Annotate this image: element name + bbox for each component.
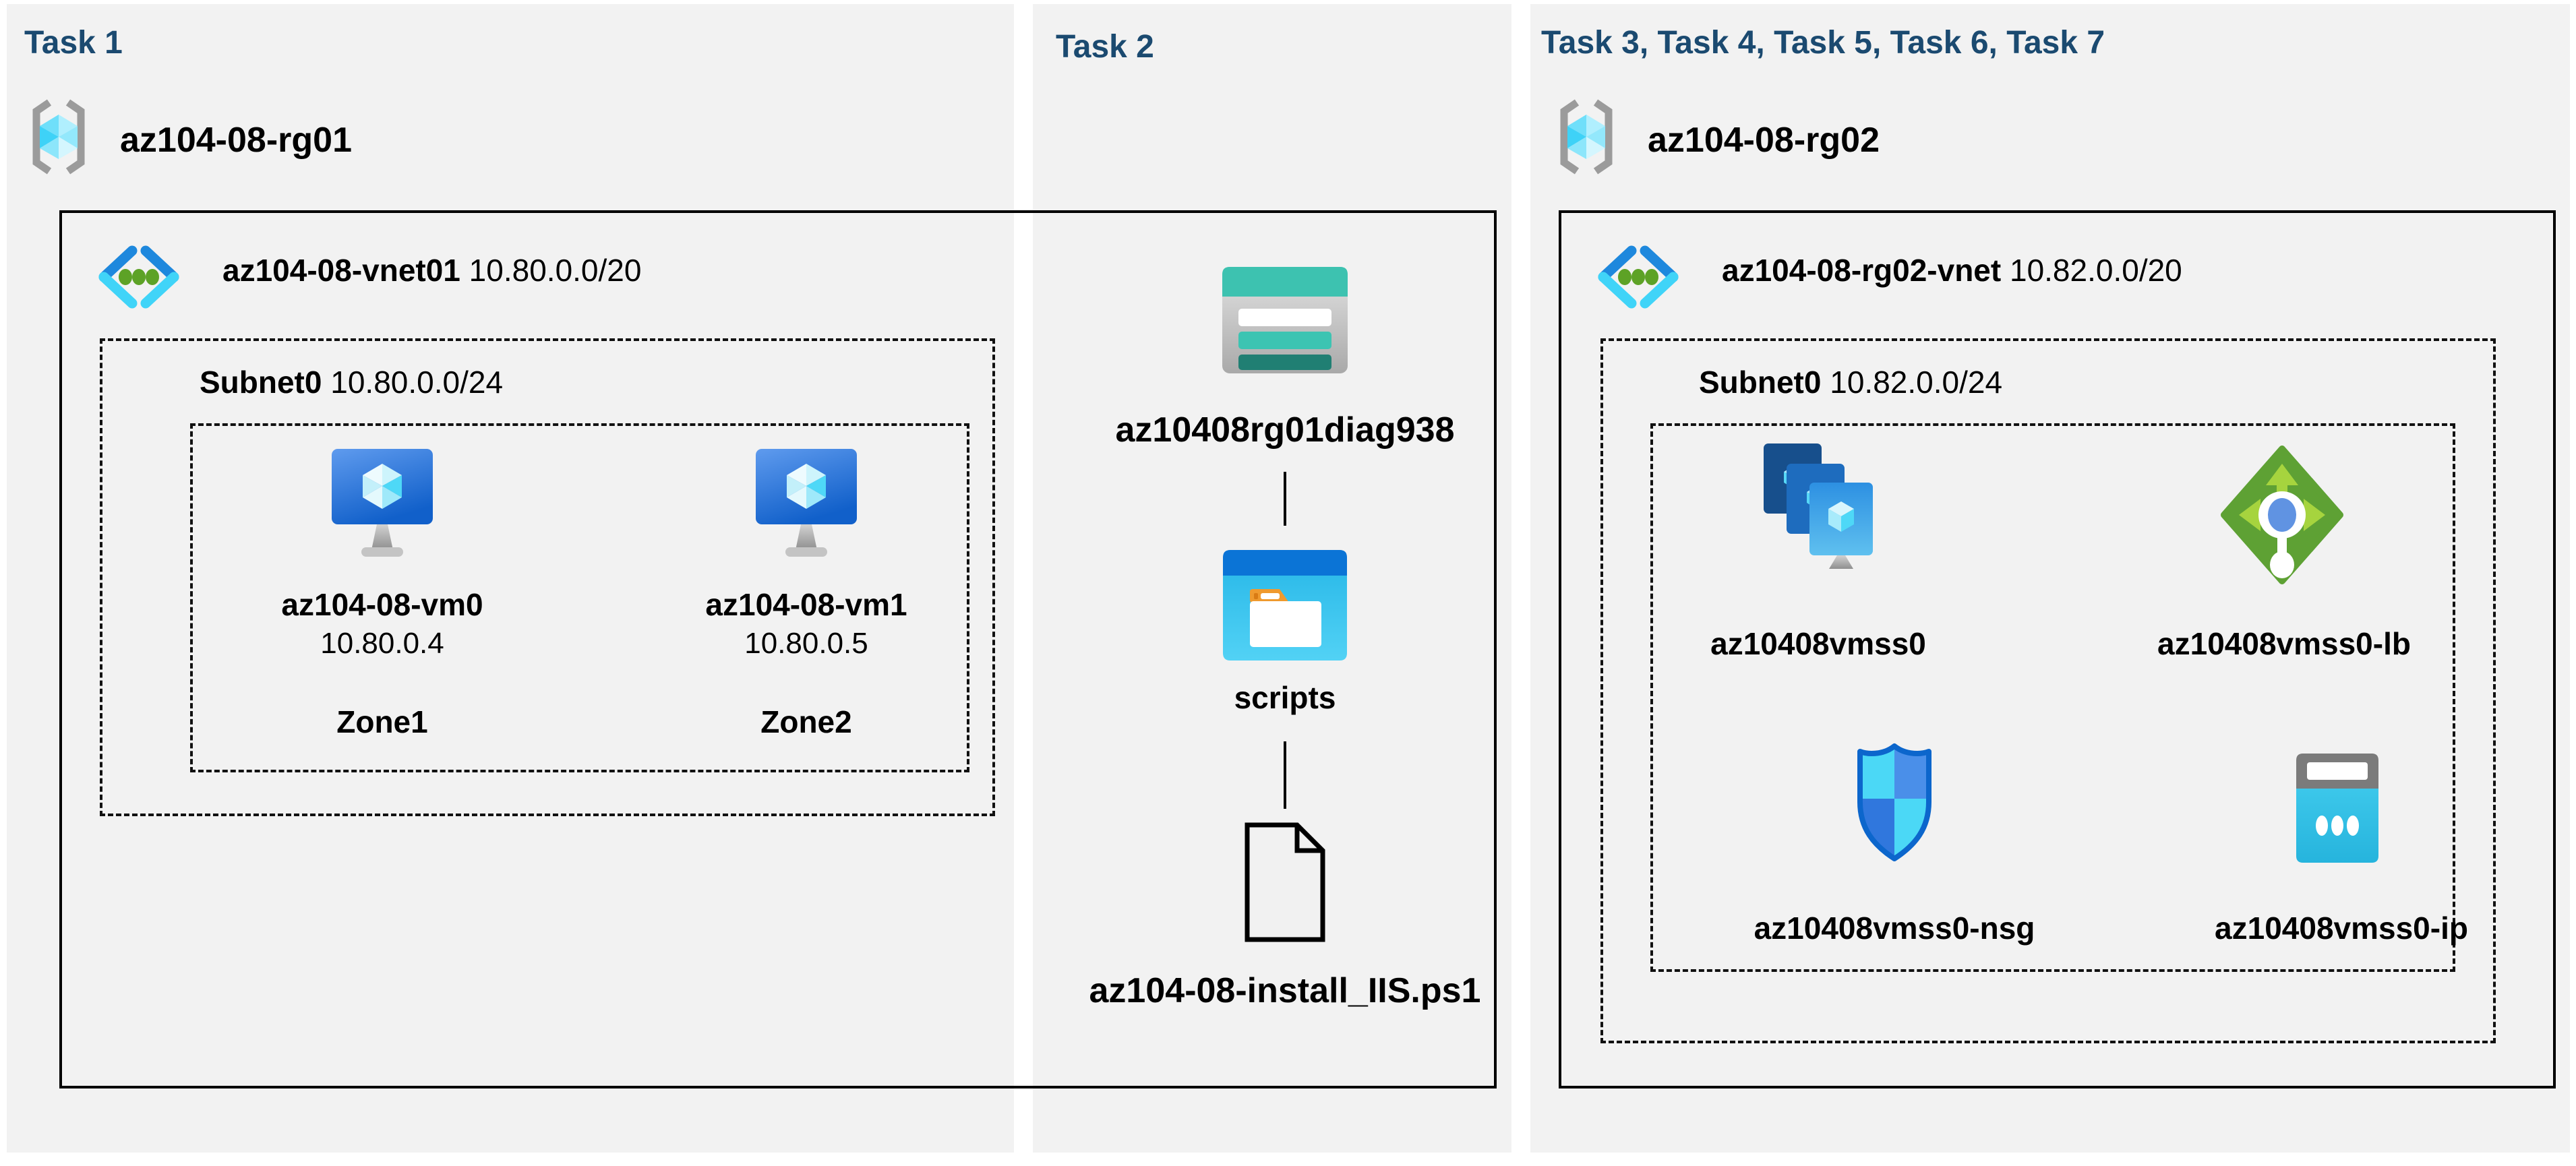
file-icon bbox=[1245, 822, 1325, 942]
task3-7-title: Task 3, Task 4, Task 5, Task 6, Task 7 bbox=[1541, 25, 2105, 61]
panel-task1 bbox=[7, 4, 1014, 1153]
virtual-machine-icon bbox=[756, 449, 857, 557]
vm-group-box bbox=[190, 423, 969, 772]
subnet1-name: Subnet0 bbox=[200, 365, 322, 400]
subnet2-box bbox=[1600, 338, 2496, 1043]
connector-storage-folder bbox=[1284, 472, 1286, 526]
load-balancer-label: az10408vmss0-lb bbox=[2157, 626, 2411, 661]
subnet1-label: Subnet0 10.80.0.0/24 bbox=[200, 364, 503, 400]
virtual-network-icon bbox=[1598, 245, 1679, 309]
vnet1-boundary-box bbox=[59, 210, 1497, 1088]
subnet2-cidr: 10.82.0.0/24 bbox=[1830, 365, 2003, 400]
task2-title: Task 2 bbox=[1056, 29, 1154, 65]
vm1-zone: Zone2 bbox=[760, 704, 852, 739]
subnet2-label: Subnet0 10.82.0.0/24 bbox=[1699, 364, 2002, 400]
vnet1-cidr: 10.80.0.0/20 bbox=[469, 253, 642, 288]
connector-folder-file bbox=[1284, 741, 1286, 809]
virtual-machine-icon bbox=[332, 449, 433, 557]
resource-group-icon bbox=[32, 99, 85, 175]
vm1-ip: 10.80.0.5 bbox=[744, 627, 868, 660]
subnet1-box bbox=[100, 338, 995, 816]
vnet1-name: az104-08-vnet01 bbox=[222, 253, 460, 288]
virtual-network-icon bbox=[98, 245, 179, 309]
vnet2-cidr: 10.82.0.0/20 bbox=[2009, 253, 2182, 288]
vm0-name: az104-08-vm0 bbox=[281, 587, 483, 622]
vm0-zone: Zone1 bbox=[336, 704, 428, 739]
public-ip-icon bbox=[2296, 754, 2378, 863]
nsg-icon bbox=[1857, 743, 1931, 861]
scripts-folder-label: scripts bbox=[1234, 680, 1336, 715]
vnet2-label: az104-08-rg02-vnet 10.82.0.0/20 bbox=[1722, 252, 2182, 288]
resource-group-1-label: az104-08-rg01 bbox=[120, 121, 352, 160]
subnet2-name: Subnet0 bbox=[1699, 365, 1822, 400]
nsg-label: az10408vmss0-nsg bbox=[1754, 911, 2035, 946]
vmss-group-box bbox=[1650, 423, 2455, 972]
folder-icon bbox=[1223, 550, 1347, 661]
vmss-icon bbox=[1764, 443, 1873, 569]
vnet2-name: az104-08-rg02-vnet bbox=[1722, 253, 2002, 288]
storage-account-label: az10408rg01diag938 bbox=[1115, 410, 1455, 450]
task1-title: Task 1 bbox=[24, 25, 123, 61]
vm1-name: az104-08-vm1 bbox=[705, 587, 907, 622]
storage-account-icon bbox=[1222, 267, 1348, 373]
resource-group-icon bbox=[1560, 99, 1613, 175]
vmss-label: az10408vmss0 bbox=[1710, 626, 1926, 661]
panel-task3-7 bbox=[1530, 4, 2570, 1153]
load-balancer-icon bbox=[2221, 446, 2343, 584]
subnet1-cidr: 10.80.0.0/24 bbox=[330, 365, 504, 400]
vnet1-label: az104-08-vnet01 10.80.0.0/20 bbox=[222, 252, 641, 288]
iis-script-file-label: az104-08-install_IIS.ps1 bbox=[1089, 971, 1481, 1010]
vm0-ip: 10.80.0.4 bbox=[320, 627, 444, 660]
vnet2-boundary-box bbox=[1559, 210, 2556, 1088]
resource-group-2-label: az104-08-rg02 bbox=[1648, 121, 1880, 160]
public-ip-label: az10408vmss0-ip bbox=[2215, 911, 2468, 946]
